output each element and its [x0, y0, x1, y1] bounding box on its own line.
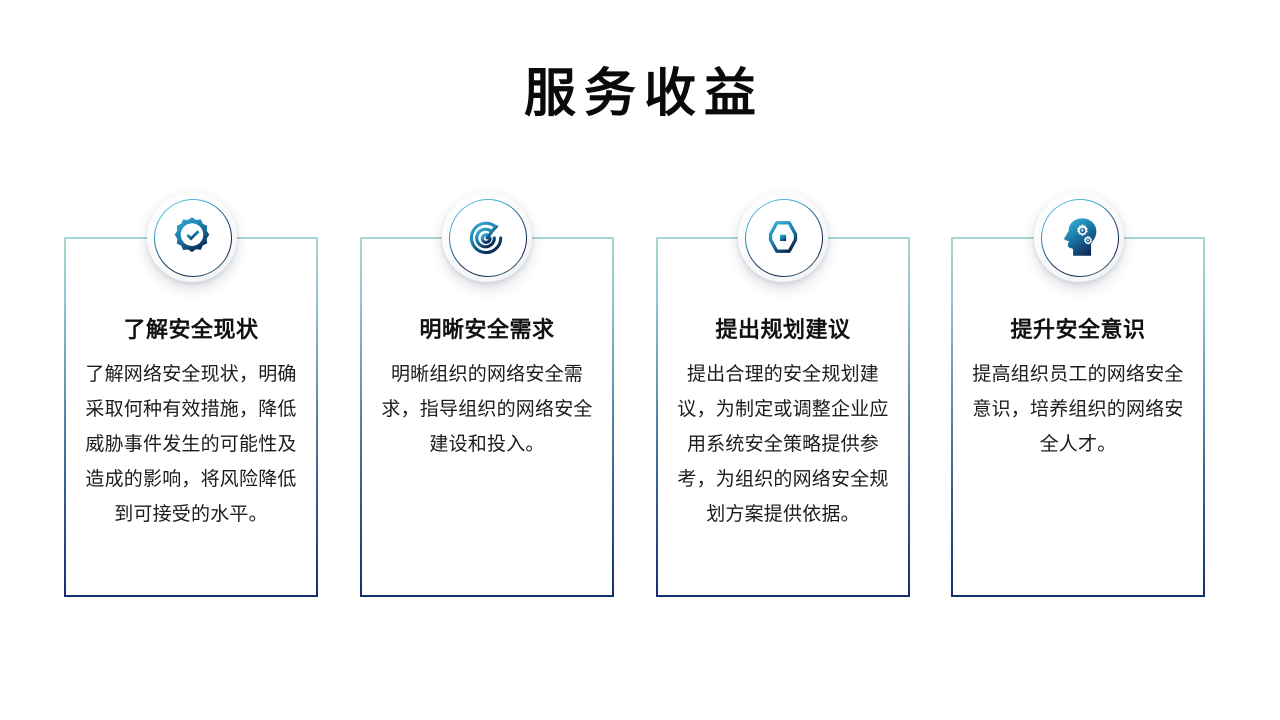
card-icon-medallion-3 [738, 192, 828, 282]
card-frame [360, 237, 614, 597]
hexagon-core-icon [738, 192, 828, 282]
card-title: 明晰安全需求 [419, 317, 555, 342]
gear-check-icon [147, 192, 237, 282]
page-title: 服务收益 [523, 65, 764, 123]
card-description: 提高组织员工的网络安全意识，培养组织的网络安全人才。 [972, 364, 1184, 455]
card-body: 了解安全现状 了解网络安全现状，明确采取何种有效措施，降低威胁事件发生的可能性及… [64, 237, 318, 597]
card-title: 提升安全意识 [1010, 317, 1146, 342]
benefit-card-2[interactable]: 明晰安全需求 明晰组织的网络安全需求，指导组织的网络安全建设和投入。 [360, 237, 614, 597]
card-icon-medallion-2 [442, 192, 532, 282]
radar-target-icon [442, 192, 532, 282]
card-frame [656, 237, 910, 597]
card-body: 提出规划建议 提出合理的安全规划建议，为制定或调整企业应用系统安全策略提供参考，… [656, 237, 910, 597]
card-icon-medallion-1 [147, 192, 237, 282]
card-frame [951, 237, 1205, 597]
card-body: 提升安全意识 提高组织员工的网络安全意识，培养组织的网络安全人才。 [951, 237, 1205, 597]
card-icon-medallion-4 [1034, 192, 1124, 282]
card-body: 明晰安全需求 明晰组织的网络安全需求，指导组织的网络安全建设和投入。 [360, 237, 614, 597]
benefit-card-1[interactable]: 了解安全现状 了解网络安全现状，明确采取何种有效措施，降低威胁事件发生的可能性及… [64, 237, 318, 597]
card-frame [64, 237, 318, 597]
card-description: 明晰组织的网络安全需求，指导组织的网络安全建设和投入。 [381, 364, 593, 455]
card-description: 了解网络安全现状，明确采取何种有效措施，降低威胁事件发生的可能性及造成的影响，将… [85, 364, 297, 525]
card-title: 提出规划建议 [715, 317, 851, 342]
benefit-card-4[interactable]: 提升安全意识 提高组织员工的网络安全意识，培养组织的网络安全人才。 [951, 237, 1205, 597]
card-description: 提出合理的安全规划建议，为制定或调整企业应用系统安全策略提供参考，为组织的网络安… [677, 364, 889, 525]
benefit-card-3[interactable]: 提出规划建议 提出合理的安全规划建议，为制定或调整企业应用系统安全策略提供参考，… [656, 237, 910, 597]
card-title: 了解安全现状 [123, 317, 259, 342]
head-gears-icon [1034, 192, 1124, 282]
